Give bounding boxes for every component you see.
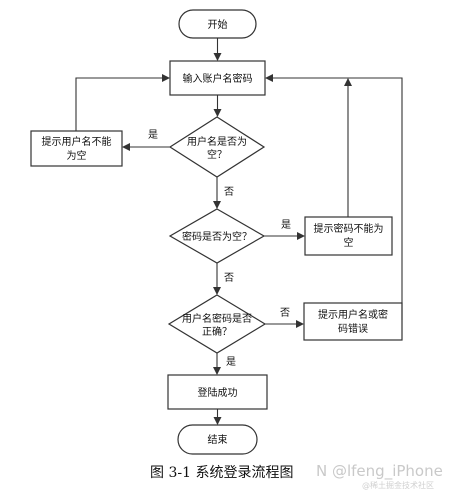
start-label: 开始 — [208, 18, 228, 31]
password-empty-error-box — [304, 216, 393, 256]
edge-label-password-yes: 是 — [281, 219, 291, 231]
login-success-label: 登陆成功 — [198, 386, 238, 399]
edge-label-credentials-no: 否 — [280, 307, 290, 319]
input-credentials-box — [169, 60, 266, 96]
edge-username-error-back — [75, 74, 170, 131]
check-username-label-2: 空？ — [207, 148, 227, 161]
edge-credentials-error-back — [265, 74, 403, 320]
username-empty-error-label-1: 提示用户名不能 — [42, 135, 112, 148]
watermark-text: N @lfeng_iPhone — [316, 462, 443, 480]
check-credentials-label-2: 正确？ — [202, 325, 232, 338]
input-credentials-label: 输入账户名密码 — [183, 72, 253, 85]
edge-label-password-no: 否 — [224, 272, 234, 284]
edge-label-credentials-yes: 是 — [226, 356, 236, 368]
password-empty-error-label-1: 提示密码不能为 — [314, 222, 384, 235]
edge-label-username-yes: 是 — [148, 129, 158, 141]
username-empty-error-label-2: 为空 — [67, 149, 87, 162]
watermark-subtext: @稀土掘金技术社区 — [362, 481, 434, 490]
login-success-box — [167, 374, 268, 410]
end-label: 结束 — [208, 433, 228, 446]
check-username-label-1: 用户名是否为 — [187, 135, 247, 148]
check-credentials-label-1: 用户名密码是否 — [182, 312, 252, 325]
credentials-error-label-1: 提示用户名或密 — [318, 308, 388, 321]
edge-label-username-no: 否 — [224, 186, 234, 198]
figure-caption: 图 3-1 系统登录流程图 — [150, 465, 294, 481]
end-terminal — [177, 424, 258, 455]
credentials-error-box — [303, 302, 403, 341]
password-empty-error-label-2: 空 — [344, 236, 354, 249]
credentials-error-label-2: 码错误 — [338, 322, 368, 335]
check-password-label: 密码是否为空？ — [182, 230, 252, 243]
